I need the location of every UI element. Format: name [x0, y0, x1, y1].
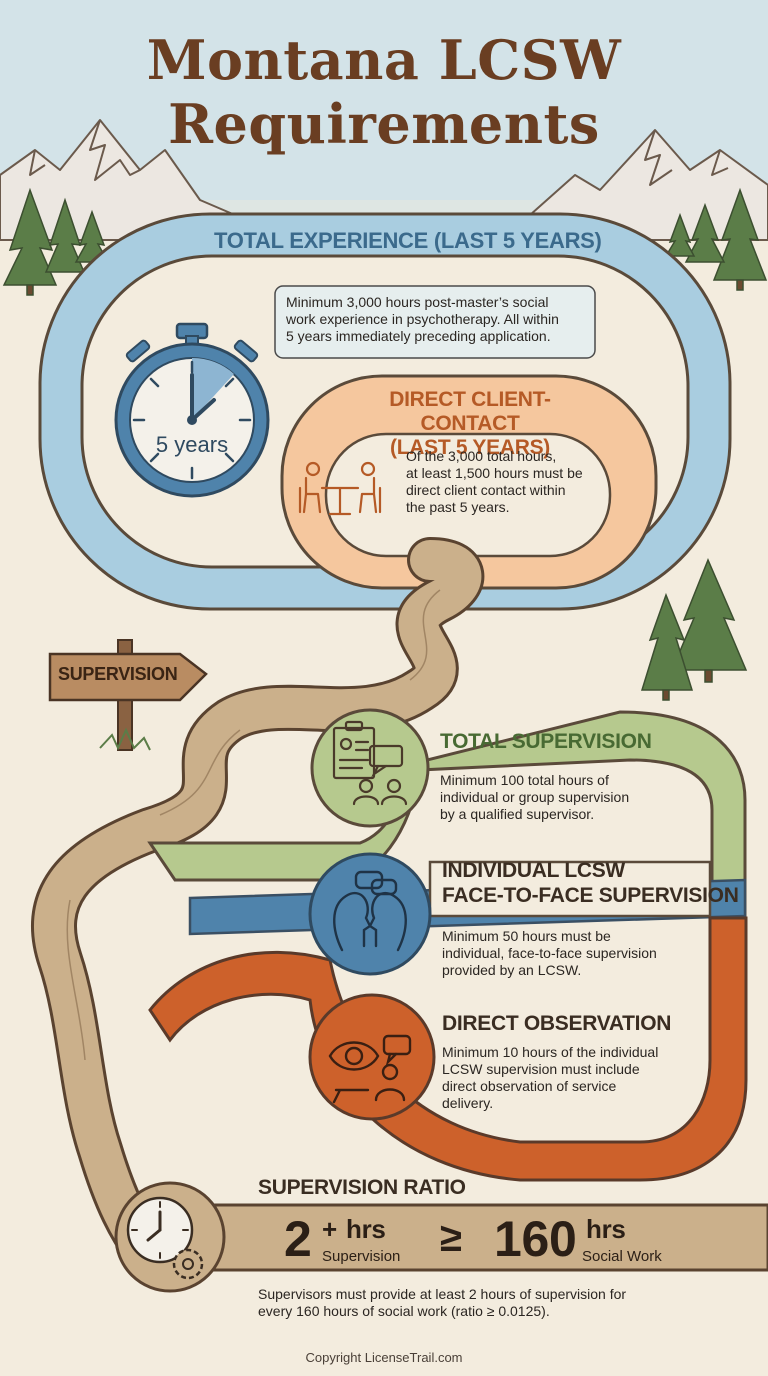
- text-line: Supervisors must provide at least 2 hour…: [258, 1286, 627, 1302]
- direct-contact-text: Of the 3,000 total hours, at least 1,500…: [406, 448, 606, 516]
- text-line: work experience in psychotherapy. All wi…: [286, 311, 559, 327]
- text-line: Minimum 10 hours of the individual: [442, 1044, 659, 1060]
- direct-contact-heading: DIRECT CLIENT-CONTACT (LAST 5 YEARS): [350, 388, 590, 460]
- page-title-line2: Requirements: [168, 92, 600, 156]
- stopwatch-icon: [114, 322, 270, 498]
- direct-observation-heading: DIRECT OBSERVATION: [442, 1012, 672, 1035]
- text-line: provided by an LCSW.: [442, 962, 582, 978]
- heading-line: INDIVIDUAL LCSW: [442, 859, 625, 882]
- text-line: individual, face-to-face supervision: [442, 945, 657, 961]
- signpost-icon: [48, 639, 208, 751]
- text-line: individual or group supervision: [440, 789, 630, 805]
- pine-tree-icon: [640, 558, 748, 701]
- direct-observation-band: [148, 916, 748, 1182]
- text-line: at least 1,500 hours must be: [406, 465, 583, 481]
- text-line: every 160 hours of social work (ratio ≥ …: [258, 1303, 550, 1319]
- meeting-table-icon: [298, 461, 382, 516]
- ratio-left-plus: +: [322, 1214, 337, 1244]
- signpost-label: SUPERVISION: [58, 664, 178, 684]
- text-line: Of the 3,000 total hours,: [406, 448, 557, 464]
- text-line: by a qualified supervisor.: [440, 806, 595, 822]
- total-experience-text: Minimum 3,000 hours post-master’s social…: [286, 294, 592, 345]
- ratio-left-unit: hrs: [346, 1214, 386, 1244]
- ratio-operator: ≥: [440, 1216, 462, 1260]
- page-title: Montana LCSW: [146, 28, 622, 92]
- heading-line: (LAST 5 YEARS): [390, 436, 550, 459]
- text-line: Minimum 3,000 hours post-master’s social: [286, 294, 549, 310]
- pine-tree-icon: [2, 187, 110, 296]
- ratio-right-number: 160: [494, 1211, 577, 1267]
- text-line: the past 5 years.: [406, 499, 510, 515]
- stopwatch-label: 5 years: [155, 432, 229, 457]
- text-line: Minimum 100 total hours of: [440, 772, 609, 788]
- text-line: direct client contact within: [406, 482, 566, 498]
- text-line: 5 years immediately preceding applicatio…: [286, 328, 551, 344]
- experience-text-box: [274, 285, 596, 359]
- footer-copyright: Copyright LicenseTrail.com: [305, 1350, 463, 1365]
- clock-gear-icon: [114, 1181, 226, 1293]
- ratio-left-number: 2: [284, 1211, 312, 1267]
- text-line: Minimum 50 hours must be: [442, 928, 611, 944]
- heading-line: DIRECT CLIENT-CONTACT: [389, 388, 551, 435]
- total-supervision-text: Minimum 100 total hours of individual or…: [440, 772, 680, 823]
- text-line: LCSW supervision must include: [442, 1061, 640, 1077]
- ratio-right-unit: hrs: [586, 1214, 626, 1244]
- orange-contact-track: [280, 374, 658, 590]
- individual-supervision-heading: INDIVIDUAL LCSW FACE-TO-FACE SUPERVISION: [442, 858, 739, 908]
- direct-observation-text: Minimum 10 hours of the individual LCSW …: [442, 1044, 712, 1112]
- text-line: delivery.: [442, 1095, 494, 1111]
- clipboard-people-icon: [310, 708, 430, 828]
- total-supervision-heading: TOTAL SUPERVISION: [440, 730, 652, 753]
- text-line: direct observation of service: [442, 1078, 617, 1094]
- conversation-heads-icon: [308, 852, 432, 976]
- individual-supervision-text: Minimum 50 hours must be individual, fac…: [442, 928, 712, 979]
- supervision-ratio-text: Supervisors must provide at least 2 hour…: [258, 1286, 718, 1320]
- pine-tree-icon: [664, 187, 768, 291]
- heading-line: FACE-TO-FACE SUPERVISION: [442, 884, 739, 907]
- winding-path: [31, 537, 485, 1278]
- total-experience-heading: TOTAL EXPERIENCE (LAST 5 YEARS): [214, 228, 602, 253]
- eye-observation-icon: [308, 993, 436, 1121]
- ratio-left-caption: Supervision: [322, 1248, 401, 1265]
- supervision-ratio-heading: SUPERVISION RATIO: [258, 1176, 466, 1199]
- ratio-right-caption: Social Work: [582, 1248, 662, 1265]
